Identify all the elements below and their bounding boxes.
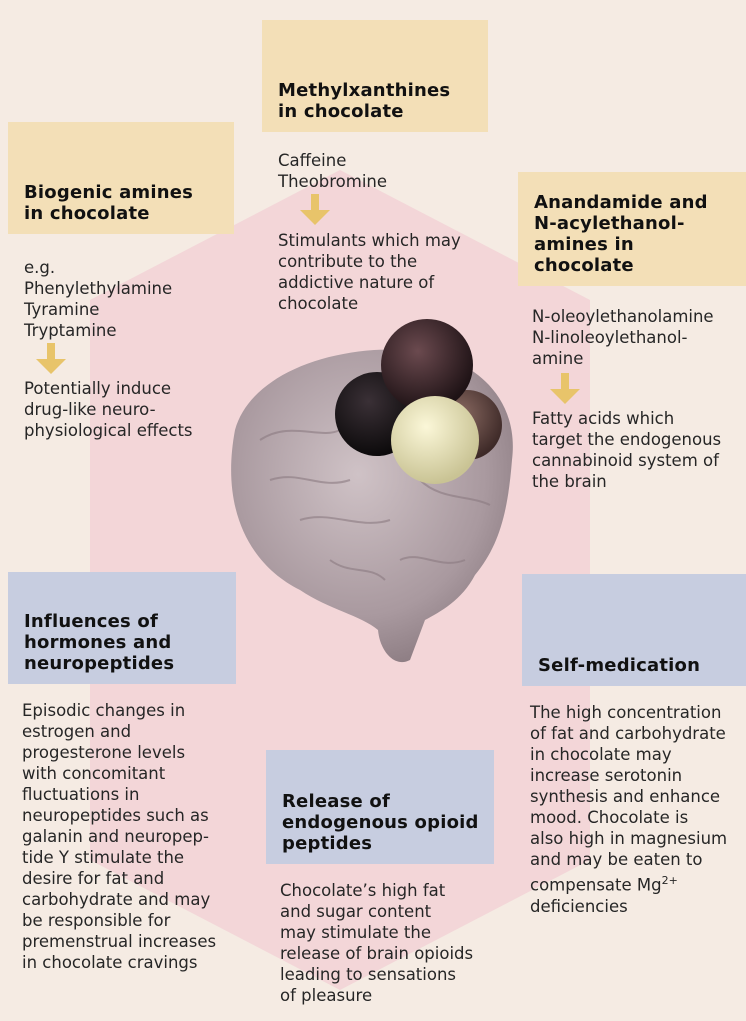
opioid-body-line: may stimulate the: [280, 922, 473, 943]
anandamide-item: amine: [532, 348, 714, 369]
opioid-body-line: leading to sensations: [280, 964, 473, 985]
selfmed-mg-superscript: 2+: [662, 874, 678, 887]
opioid-body-line: Chocolate’s high fat: [280, 880, 473, 901]
hormones-title-line: neuropeptides: [24, 653, 224, 674]
selfmed-body-line: in chocolate may: [530, 744, 727, 765]
hormones-body-line: be responsible for: [22, 910, 216, 931]
anandamide-effect-line: cannabinoid system of: [532, 450, 721, 471]
anandamide-title-line: amines in: [534, 234, 734, 255]
biogenic-effect: Potentially induce drug-like neuro- phys…: [24, 378, 193, 441]
selfmed-body-line: mood. Chocolate is: [530, 807, 727, 828]
anandamide-title-line: Anandamide and: [534, 192, 734, 213]
anandamide-item: N-linoleoylethanol-: [532, 327, 714, 348]
biogenic-item: e.g.: [24, 257, 172, 278]
opioid-title-line: Release of: [282, 791, 482, 812]
opioid-body-line: of pleasure: [280, 985, 473, 1006]
biogenic-effect-line: physiological effects: [24, 420, 193, 441]
opioid-box: Release of endogenous opioid peptides: [266, 750, 494, 864]
biogenic-items: e.g. Phenylethylamine Tyramine Tryptamin…: [24, 257, 172, 341]
biogenic-title-line-1: Biogenic amines: [24, 182, 222, 203]
methylxanthines-effect-line: chocolate: [278, 293, 461, 314]
opioid-body-line: and sugar content: [280, 901, 473, 922]
selfmed-body-line-mg: compensate Mg2+: [530, 870, 727, 896]
anandamide-effect-line: target the endogenous: [532, 429, 721, 450]
hormones-body-line: tide Y stimulate the: [22, 847, 216, 868]
opioid-title-line: peptides: [282, 833, 482, 854]
opioid-body-line: release of brain opioids: [280, 943, 473, 964]
self-medication-box: Self-medication: [522, 574, 746, 686]
selfmed-body-line: and may be eaten to: [530, 849, 727, 870]
biogenic-effect-line: drug-like neuro-: [24, 399, 193, 420]
biogenic-title-line-2: in chocolate: [24, 203, 222, 224]
hormones-body-line: in chocolate cravings: [22, 952, 216, 973]
methylxanthines-effect-line: contribute to the: [278, 251, 461, 272]
hormones-body-line: galanin and neuropep-: [22, 826, 216, 847]
selfmed-body-line: deficiencies: [530, 896, 727, 917]
hormones-body-line: fluctuations in: [22, 784, 216, 805]
selfmed-body-line: also high in magnesium: [530, 828, 727, 849]
methylxanthines-item: Theobromine: [278, 171, 387, 192]
biogenic-item: Tryptamine: [24, 320, 172, 341]
anandamide-title-line: chocolate: [534, 255, 734, 276]
down-arrow-icon: [550, 373, 580, 405]
anandamide-effect-line: Fatty acids which: [532, 408, 721, 429]
hormones-box: Influences of hormones and neuropeptides: [8, 572, 236, 684]
anandamide-item: N-oleoylethanolamine: [532, 306, 714, 327]
opioid-title-line: endogenous opioid: [282, 812, 482, 833]
hormones-body-line: neuropeptides such as: [22, 805, 216, 826]
selfmed-body-line: The high concentration: [530, 702, 727, 723]
methylxanthines-effect: Stimulants which may contribute to the a…: [278, 230, 461, 314]
biogenic-item: Phenylethylamine: [24, 278, 172, 299]
anandamide-items: N-oleoylethanolamine N-linoleoylethanol-…: [532, 306, 714, 369]
hormones-body-line: Episodic changes in: [22, 700, 216, 721]
anandamide-title-line: N-acylethanol-: [534, 213, 734, 234]
methylxanthines-title-line-1: Methylxanthines: [278, 80, 476, 101]
hormones-body-line: desire for fat and: [22, 868, 216, 889]
hormones-body-line: carbohydrate and may: [22, 889, 216, 910]
hormones-title-line: hormones and: [24, 632, 224, 653]
selfmed-mg-text: compensate Mg: [530, 876, 662, 895]
methylxanthines-item: Caffeine: [278, 150, 387, 171]
hormones-body-line: estrogen and: [22, 721, 216, 742]
self-medication-body: The high concentration of fat and carboh…: [530, 702, 727, 917]
down-arrow-icon: [300, 194, 330, 226]
down-arrow-icon: [36, 343, 66, 375]
methylxanthines-effect-line: Stimulants which may: [278, 230, 461, 251]
selfmed-body-line: synthesis and enhance: [530, 786, 727, 807]
hormones-body-line: progesterone levels: [22, 742, 216, 763]
biogenic-effect-line: Potentially induce: [24, 378, 193, 399]
anandamide-effect-line: the brain: [532, 471, 721, 492]
methylxanthines-title-line-2: in chocolate: [278, 101, 476, 122]
methylxanthines-items: Caffeine Theobromine: [278, 150, 387, 192]
methylxanthines-effect-line: addictive nature of: [278, 272, 461, 293]
methylxanthines-box: Methylxanthines in chocolate: [262, 20, 488, 132]
hormones-body: Episodic changes in estrogen and progest…: [22, 700, 216, 973]
self-medication-title: Self-medication: [538, 655, 734, 676]
biogenic-item: Tyramine: [24, 299, 172, 320]
anandamide-effect: Fatty acids which target the endogenous …: [532, 408, 721, 492]
biogenic-amines-box: Biogenic amines in chocolate: [8, 122, 234, 234]
hormones-body-line: premenstrual increases: [22, 931, 216, 952]
selfmed-body-line: increase serotonin: [530, 765, 727, 786]
selfmed-body-line: of fat and carbohydrate: [530, 723, 727, 744]
hormones-title-line: Influences of: [24, 611, 224, 632]
hormones-body-line: with concomitant: [22, 763, 216, 784]
opioid-body: Chocolate’s high fat and sugar content m…: [280, 880, 473, 1006]
anandamide-box: Anandamide and N-acylethanol- amines in …: [518, 172, 746, 286]
